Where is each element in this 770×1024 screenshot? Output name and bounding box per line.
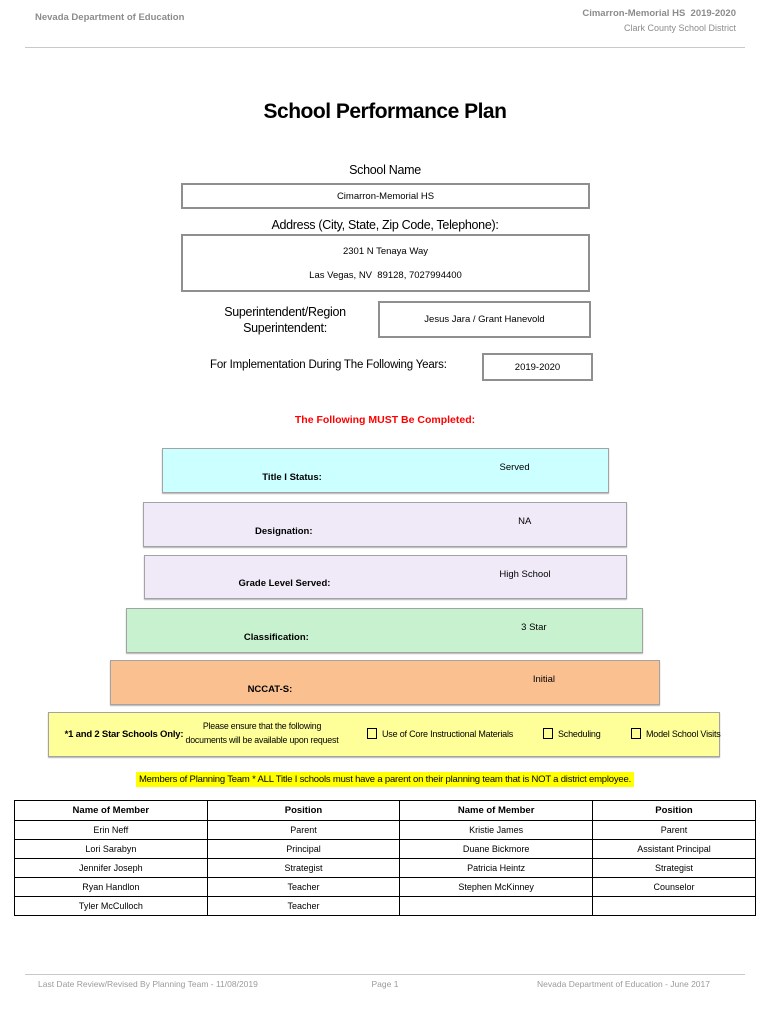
member-name-cell: Erin Neff [14, 820, 208, 840]
star-schools-note-line1: Please ensure that the following [202, 721, 322, 731]
checkbox-item-model-visits: Model School Visits [631, 728, 721, 739]
address-label: Address (City, State, Zip Code, Telephon… [271, 218, 499, 232]
checkbox-item-core-materials: Use of Core Instructional Materials [367, 728, 513, 739]
header-divider [25, 47, 745, 48]
address-street: 2301 N Tenaya Way [342, 245, 429, 257]
checkbox-icon [367, 728, 377, 739]
superintendent-label: Superintendent/Region Superintendent: [195, 305, 375, 336]
checkbox-label: Use of Core Instructional Materials [382, 728, 514, 739]
planning-team-table: Name of Member Position Name of Member P… [14, 800, 757, 916]
status-row-label: Designation: [255, 525, 313, 537]
checkbox-icon [631, 728, 641, 739]
school-name-value: Cimarron-Memorial HS [336, 190, 435, 202]
member-name-cell: Patricia Heintz [399, 858, 593, 878]
planning-team-notice: Members of Planning Team * ALL Title I s… [135, 772, 635, 787]
status-row-label: Classification: [243, 631, 309, 643]
member-name-cell: Kristie James [399, 820, 593, 840]
implementation-years-label: For Implementation During The Following … [210, 359, 447, 371]
status-row-designation: Designation: NA [143, 502, 627, 547]
footer-left-text: Last Date Review/Revised By Planning Tea… [38, 979, 258, 989]
page-title: School Performance Plan [263, 100, 507, 123]
status-row-label: Grade Level Served: [238, 578, 331, 589]
footer-page-number: Page 1 [371, 979, 399, 989]
superintendent-value: Jesus Jara / Grant Hanevold [424, 314, 545, 325]
implementation-years-value: 2019-2020 [514, 361, 561, 373]
star-schools-note-line2: documents will be available upon request [185, 734, 339, 745]
status-row-label: NCCAT-S: [247, 683, 293, 695]
status-row-label: Title I Status: [262, 471, 322, 483]
checkbox-item-scheduling: Scheduling [543, 728, 601, 739]
status-row-value: NA [518, 516, 532, 527]
status-row-value: Served [499, 462, 530, 473]
status-row-nccats: NCCAT-S: Initial [110, 660, 660, 705]
member-name-cell: Duane Bickmore [399, 839, 593, 859]
member-position-cell: Assistant Principal [591, 839, 757, 859]
col-header-name-2: Name of Member [399, 800, 593, 821]
footer-divider [25, 974, 745, 975]
star-schools-row: *1 and 2 Star Schools Only: Please ensur… [48, 712, 721, 757]
superintendent-field: Jesus Jara / Grant Hanevold [378, 301, 591, 338]
star-schools-note: Please ensure that the following documen… [167, 720, 357, 747]
checkbox-icon [543, 728, 553, 739]
table-row: Ryan Handlon Teacher Stephen McKinney Co… [14, 877, 757, 897]
member-position-cell: Principal [206, 839, 401, 859]
status-row-value: 3 Star [521, 622, 547, 633]
col-header-position-2: Position [591, 800, 757, 821]
superintendent-label-line2: Superintendent: [243, 320, 327, 335]
implementation-years-field: 2019-2020 [482, 353, 593, 381]
member-position-cell: Parent [591, 820, 757, 840]
member-position-cell: Teacher [206, 896, 401, 916]
must-complete-notice: The Following MUST Be Completed: [294, 414, 476, 426]
table-row: Erin Neff Parent Kristie James Parent [14, 820, 757, 840]
checkbox-label: Scheduling [558, 728, 601, 739]
school-name-field: Cimarron-Memorial HS [181, 183, 590, 209]
status-row-classification: Classification: 3 Star [126, 608, 643, 653]
superintendent-label-line1: Superintendent/Region [224, 305, 346, 319]
header-left-text: Nevada Department of Education [35, 12, 185, 23]
col-header-name-1: Name of Member [14, 800, 208, 821]
member-position-cell: Strategist [206, 858, 401, 878]
header-district: Clark County School District [623, 23, 736, 33]
checkbox-label: Model School Visits [646, 728, 721, 739]
status-row-value: High School [499, 568, 551, 580]
table-row: Jennifer Joseph Strategist Patricia Hein… [14, 858, 757, 878]
status-row-grade-level: Grade Level Served: High School [144, 555, 627, 599]
status-row-title1: Title I Status: Served [162, 448, 609, 493]
member-name-cell: Jennifer Joseph [14, 858, 208, 878]
header-school-year: Cimarron-Memorial HS 2019-2020 [582, 8, 736, 19]
member-position-cell: Counselor [591, 877, 757, 897]
member-name-cell: Tyler McCulloch [14, 896, 208, 916]
table-row: Lori Sarabyn Principal Duane Bickmore As… [14, 839, 757, 859]
member-name-cell: Ryan Handlon [14, 877, 208, 897]
member-name-cell: Lori Sarabyn [14, 839, 208, 859]
table-header-row: Name of Member Position Name of Member P… [14, 800, 757, 821]
table-row: Tyler McCulloch Teacher [14, 896, 757, 916]
address-field: 2301 N Tenaya Way Las Vegas, NV 89128, 7… [181, 234, 590, 292]
member-name-cell [399, 896, 593, 916]
member-position-cell [591, 896, 757, 916]
member-name-cell: Stephen McKinney [399, 877, 593, 897]
member-position-cell: Teacher [206, 877, 401, 897]
footer-right-text: Nevada Department of Education - June 20… [537, 979, 710, 989]
school-name-label: School Name [349, 163, 421, 177]
planning-team-notice-wrap: Members of Planning Team * ALL Title I s… [0, 769, 770, 787]
star-schools-label: *1 and 2 Star Schools Only: [64, 729, 184, 740]
status-row-value: Initial [532, 674, 556, 685]
member-position-cell: Strategist [591, 858, 757, 878]
col-header-position-1: Position [206, 800, 401, 821]
header-right-block: Cimarron-Memorial HS 2019-2020 Clark Cou… [582, 8, 736, 33]
address-city-state: Las Vegas, NV 89128, 7027994400 [309, 269, 462, 281]
member-position-cell: Parent [206, 820, 401, 840]
